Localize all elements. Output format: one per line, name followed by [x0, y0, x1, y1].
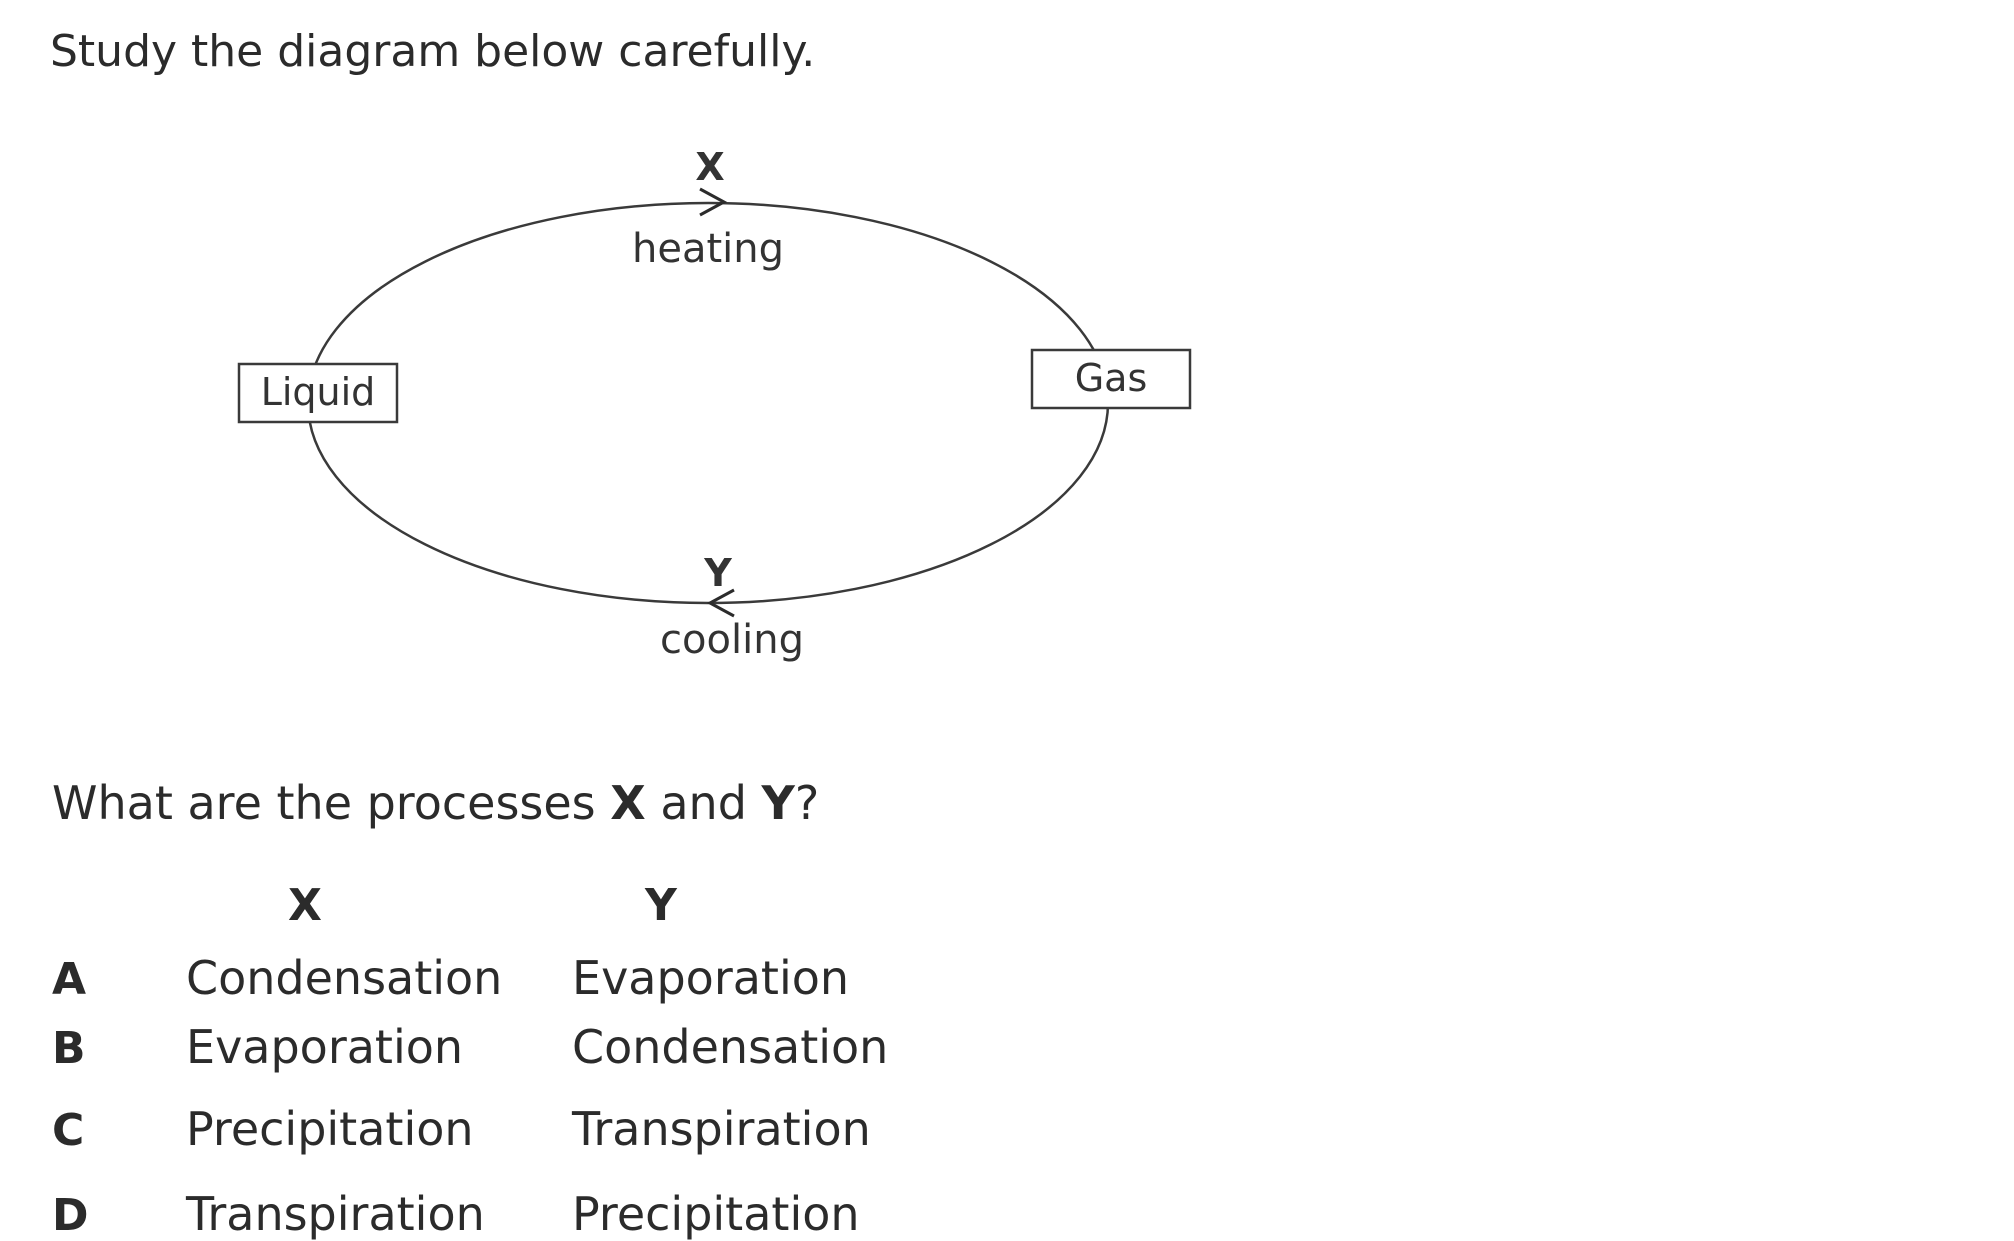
option-b-y: Condensation	[572, 1020, 889, 1074]
option-c-y: Transpiration	[572, 1102, 871, 1156]
question-suffix: ?	[794, 776, 820, 830]
instruction-text: Study the diagram below carefully.	[50, 26, 816, 77]
cooling-label: cooling	[660, 617, 804, 663]
option-d-x: Transpiration	[186, 1187, 485, 1241]
question-prefix: What are the processes	[52, 776, 611, 830]
column-header-x: X	[288, 880, 322, 931]
gas-box	[1030, 348, 1192, 410]
state-change-diagram: X heating Y cooling Liquid Gas	[237, 145, 1192, 663]
heating-label: heating	[632, 226, 784, 272]
option-d-y: Precipitation	[572, 1187, 860, 1241]
column-header-y: Y	[645, 880, 677, 931]
option-a-letter: A	[52, 954, 87, 1005]
option-a-y: Evaporation	[572, 951, 850, 1005]
gas-label: Gas	[1075, 356, 1148, 400]
question-middle: and	[645, 776, 762, 830]
liquid-label: Liquid	[261, 370, 376, 414]
option-c-x: Precipitation	[186, 1102, 474, 1156]
process-x-marker: X	[695, 145, 724, 189]
cooling-arrow-icon	[706, 588, 735, 618]
liquid-box	[237, 362, 399, 424]
option-b-letter: B	[52, 1023, 86, 1074]
option-b-x: Evaporation	[186, 1020, 464, 1074]
heating-arrow-icon	[699, 187, 728, 217]
option-a-x: Condensation	[186, 951, 503, 1005]
question-y: Y	[761, 776, 795, 830]
option-d-letter: D	[52, 1190, 89, 1241]
process-y-marker: Y	[703, 551, 732, 595]
question-text: What are the processes X and Y?	[52, 780, 819, 826]
option-c-letter: C	[52, 1105, 85, 1156]
question-x: X	[610, 776, 646, 830]
